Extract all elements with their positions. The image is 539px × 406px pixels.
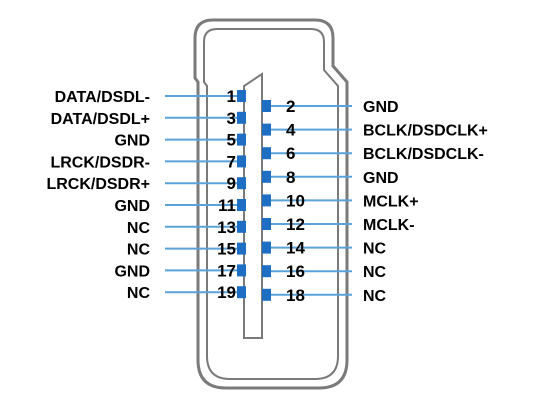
left-pin-pad <box>237 264 246 277</box>
right-pin-label: GND <box>363 170 399 187</box>
right-pin-pad <box>262 147 271 160</box>
right-pin-pad <box>262 288 271 301</box>
left-pin-label: GND <box>114 198 150 215</box>
left-pin-pad <box>237 199 246 211</box>
right-pin-label: MCLK- <box>363 217 415 234</box>
right-pin-number: 16 <box>286 262 305 281</box>
left-pin-pad <box>237 177 246 190</box>
connector-shell-outer <box>193 18 349 390</box>
right-pin-number: 14 <box>286 239 305 258</box>
left-pin-pad <box>237 111 246 124</box>
connector-tongue <box>243 72 263 339</box>
right-pin-label: GND <box>363 99 399 116</box>
left-pin-number: 3 <box>227 109 236 128</box>
left-pin-label: GND <box>114 133 150 150</box>
right-pin-pad <box>262 100 271 112</box>
left-pin-label: NC <box>127 220 151 237</box>
left-pin-number: 17 <box>217 261 236 280</box>
left-pin-pad <box>237 90 246 102</box>
right-pin-label: BCLK/DSDCLK+ <box>363 123 488 140</box>
left-pin-number: 9 <box>227 174 236 193</box>
right-pin-label: NC <box>363 241 387 258</box>
right-pin-number: 12 <box>286 215 305 234</box>
right-pin-pad <box>262 194 271 207</box>
left-pin-label: NC <box>127 285 151 302</box>
left-pin-number: 15 <box>217 240 236 259</box>
left-pin-number: 11 <box>218 196 236 215</box>
right-pin-pad <box>262 218 271 230</box>
left-pin-label: DATA/DSDL- <box>55 89 150 106</box>
left-pin-number: 7 <box>227 152 236 171</box>
right-pin-label: NC <box>363 264 387 281</box>
right-pin-pad <box>262 170 271 183</box>
pins-layer: 1DATA/DSDL-3DATA/DSDL+5GND7LRCK/DSDR-9LR… <box>46 87 487 305</box>
right-pin-number: 4 <box>286 121 296 140</box>
left-pin-number: 5 <box>227 131 236 150</box>
left-pin-pad <box>237 286 246 299</box>
left-pin-label: GND <box>114 263 150 280</box>
left-pin-label: LRCK/DSDR- <box>50 154 150 171</box>
left-pin-pad <box>237 155 246 168</box>
left-pin-pad <box>237 242 246 255</box>
left-pin-number: 19 <box>217 283 236 302</box>
connector-shell-inner <box>203 28 339 380</box>
right-pin-pad <box>262 241 271 254</box>
right-pin-pad <box>262 123 271 136</box>
right-pin-label: BCLK/DSDCLK- <box>363 146 484 163</box>
right-pin-number: 8 <box>286 168 295 187</box>
right-pin-number: 6 <box>286 144 295 163</box>
right-pin-number: 2 <box>286 97 295 116</box>
left-pin-pad <box>237 133 246 146</box>
right-pin-number: 18 <box>286 286 305 305</box>
left-pin-label: LRCK/DSDR+ <box>46 176 150 193</box>
right-pin-label: MCLK+ <box>363 193 419 210</box>
right-pin-number: 10 <box>286 191 305 210</box>
left-pin-number: 1 <box>227 87 236 106</box>
left-pin-pad <box>237 220 246 233</box>
left-pin-number: 13 <box>217 218 236 237</box>
right-pin-label: NC <box>363 288 387 305</box>
left-pin-label: NC <box>127 242 151 259</box>
left-pin-label: DATA/DSDL+ <box>51 111 150 128</box>
right-pin-pad <box>262 265 271 278</box>
